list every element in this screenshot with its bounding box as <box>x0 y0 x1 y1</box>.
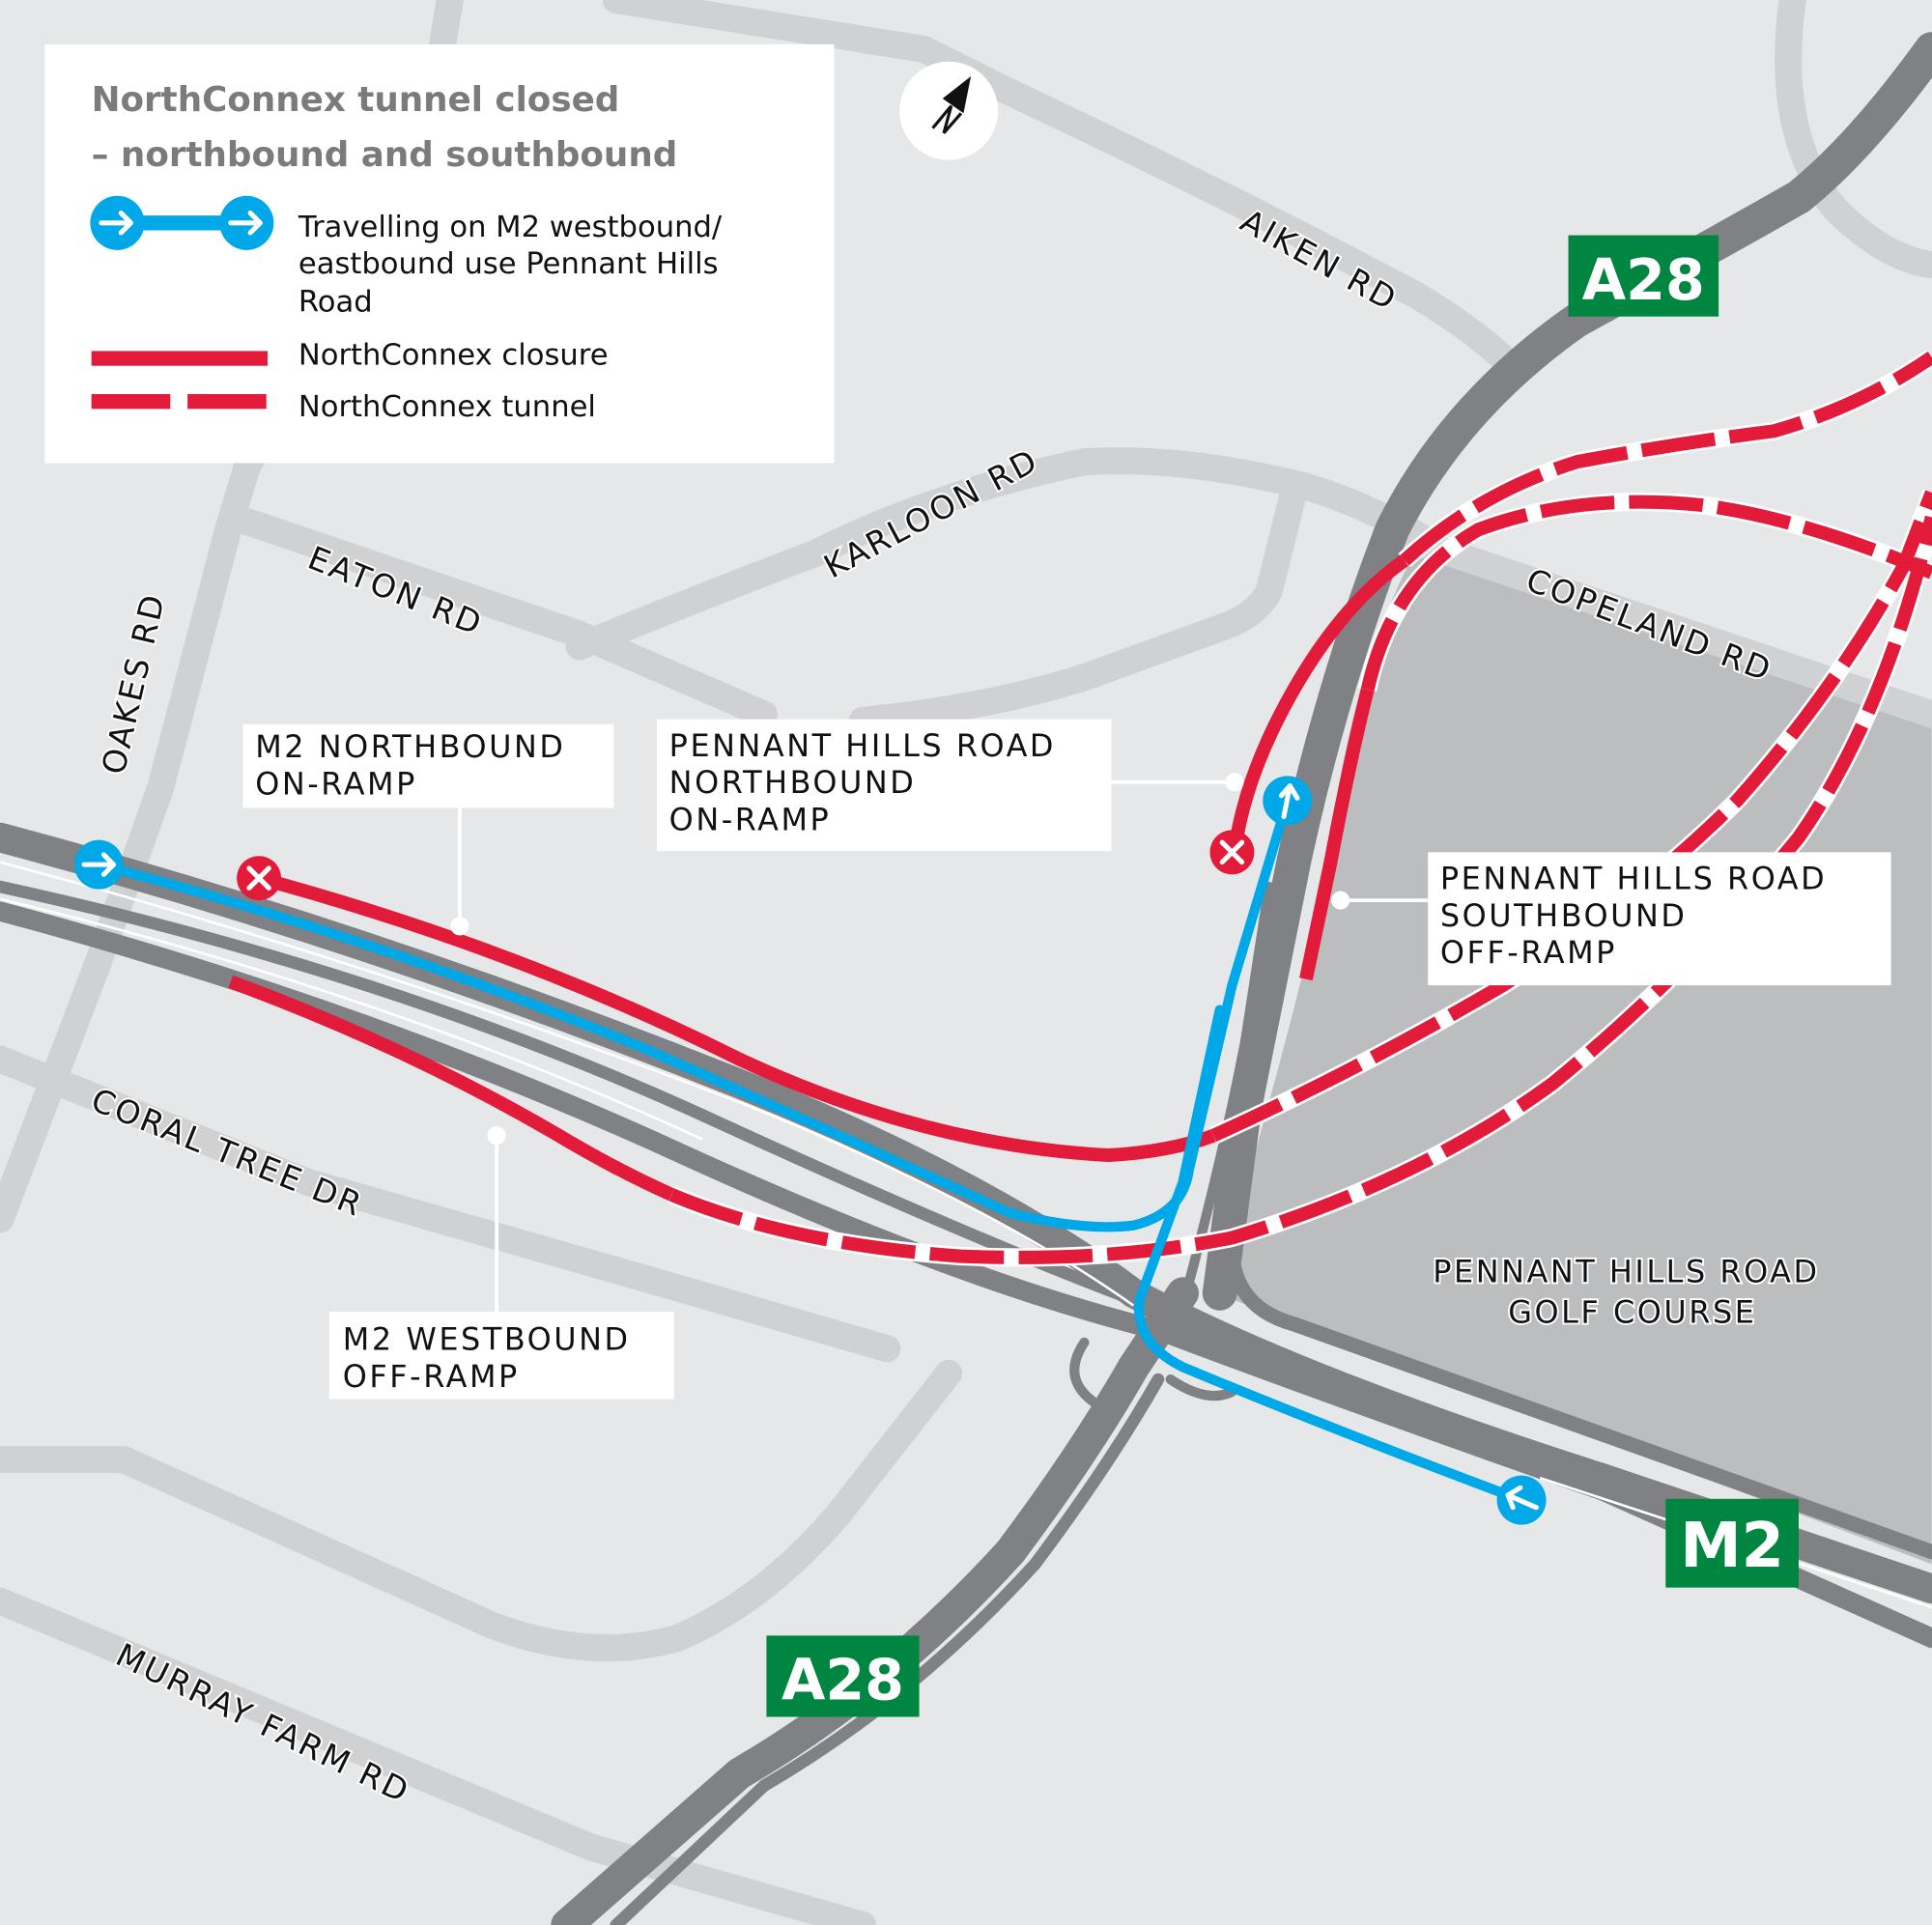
detour-eastbound-path <box>1133 1005 1527 1506</box>
svg-text:Road: Road <box>298 286 373 320</box>
interchange-loop-left <box>1069 1337 1102 1409</box>
callout-m2-northbound-onramp: M2 NORTHBOUND ON-RAMP <box>242 723 614 808</box>
interchange-loop-right <box>1165 1374 1237 1401</box>
svg-text:ON-RAMP: ON-RAMP <box>669 801 832 837</box>
ramp-lane-north <box>1178 881 1274 1311</box>
closure-m2-westbound-offramp <box>228 975 675 1202</box>
svg-text:NorthConnex closure: NorthConnex closure <box>298 338 609 372</box>
svg-text:M2: M2 <box>1680 1511 1784 1582</box>
detour-marker-north-end[interactable] <box>1263 776 1313 826</box>
callout-phr-northbound-onramp: PENNANT HILLS ROAD NORTHBOUND ON-RAMP <box>656 719 1112 852</box>
svg-text:NORTHBOUND: NORTHBOUND <box>669 764 917 801</box>
lower-street <box>0 1359 963 1662</box>
closure-phr-northbound-onramp <box>1228 554 1408 854</box>
detour-route-icon <box>90 195 274 250</box>
karloon-connector <box>848 479 1308 734</box>
callout-phr-southbound-offramp: PENNANT HILLS ROAD SOUTHBOUND OFF-RAMP <box>1428 852 1891 986</box>
legend-title-line2: – northbound and southbound <box>92 135 678 175</box>
detour-marker-west-start[interactable] <box>73 839 124 890</box>
coral-tree-dr <box>0 1045 901 1363</box>
svg-text:ON-RAMP: ON-RAMP <box>255 765 417 802</box>
a28-north <box>1202 32 1932 1311</box>
tunnel-dashed-line-icon <box>91 394 267 410</box>
detour-route <box>94 795 1527 1506</box>
closure-lines <box>228 554 1408 1202</box>
golf-course-label: PENNANT HILLS ROAD GOLF COURSE <box>1431 1251 1819 1332</box>
copeland-rd <box>1403 528 1932 728</box>
compass-north-icon <box>899 61 999 160</box>
aiken-rd <box>602 0 1529 383</box>
svg-text:PENNANT HILLS ROAD: PENNANT HILLS ROAD <box>1433 1253 1819 1289</box>
major-roads <box>0 32 1932 1925</box>
a28-south-lane <box>610 1373 1165 1925</box>
svg-text:GOLF COURSE: GOLF COURSE <box>1508 1293 1756 1330</box>
shield-m2: M2 <box>1665 1498 1799 1588</box>
closure-marker-m2[interactable] <box>237 856 282 901</box>
closure-line-icon <box>91 351 269 366</box>
svg-text:NorthConnex tunnel: NorthConnex tunnel <box>298 390 596 424</box>
closure-marker-phr[interactable] <box>1209 830 1255 875</box>
shield-a28-north: A28 <box>1568 235 1719 317</box>
svg-text:eastbound use Pennant Hills: eastbound use Pennant Hills <box>298 247 719 281</box>
detour-marker-east-start[interactable] <box>1496 1475 1547 1525</box>
tunnel-southern-main <box>668 515 1932 1264</box>
ramp-golf-corner <box>1224 1224 1932 1560</box>
svg-text:PENNANT HILLS ROAD: PENNANT HILLS ROAD <box>1440 861 1827 897</box>
svg-text:M2 NORTHBOUND: M2 NORTHBOUND <box>255 728 565 765</box>
legend-title-line1: NorthConnex tunnel closed <box>92 80 620 120</box>
svg-text:PENNANT HILLS ROAD: PENNANT HILLS ROAD <box>669 727 1056 764</box>
svg-text:A28: A28 <box>781 1648 904 1713</box>
callout-leaders <box>450 773 1430 1312</box>
legend-panel: NorthConnex tunnel closed – northbound a… <box>44 43 835 464</box>
shield-a28-south: A28 <box>766 1635 920 1717</box>
callout-m2-westbound-offramp: M2 WESTBOUND OFF-RAMP <box>328 1311 674 1400</box>
karloon-rd <box>565 447 1443 661</box>
tunnel-upper-loop <box>1400 352 1932 566</box>
svg-text:A28: A28 <box>1582 247 1705 313</box>
svg-text:OFF-RAMP: OFF-RAMP <box>343 1358 520 1395</box>
closure-m2-northbound-onramp <box>257 871 1216 1163</box>
svg-text:OFF-RAMP: OFF-RAMP <box>1440 934 1617 971</box>
murray-farm-rd <box>0 1587 876 1925</box>
a28-south <box>551 1277 1199 1925</box>
svg-text:M2 WESTBOUND: M2 WESTBOUND <box>343 1321 631 1358</box>
closure-phr-southbound-offramp <box>1299 688 1375 981</box>
svg-text:Travelling on M2 westbound/: Travelling on M2 westbound/ <box>298 211 723 244</box>
detour-westbound-path <box>94 795 1293 1232</box>
tunnel-lower-loop <box>1360 495 1932 692</box>
svg-text:SOUTHBOUND: SOUTHBOUND <box>1440 897 1688 934</box>
